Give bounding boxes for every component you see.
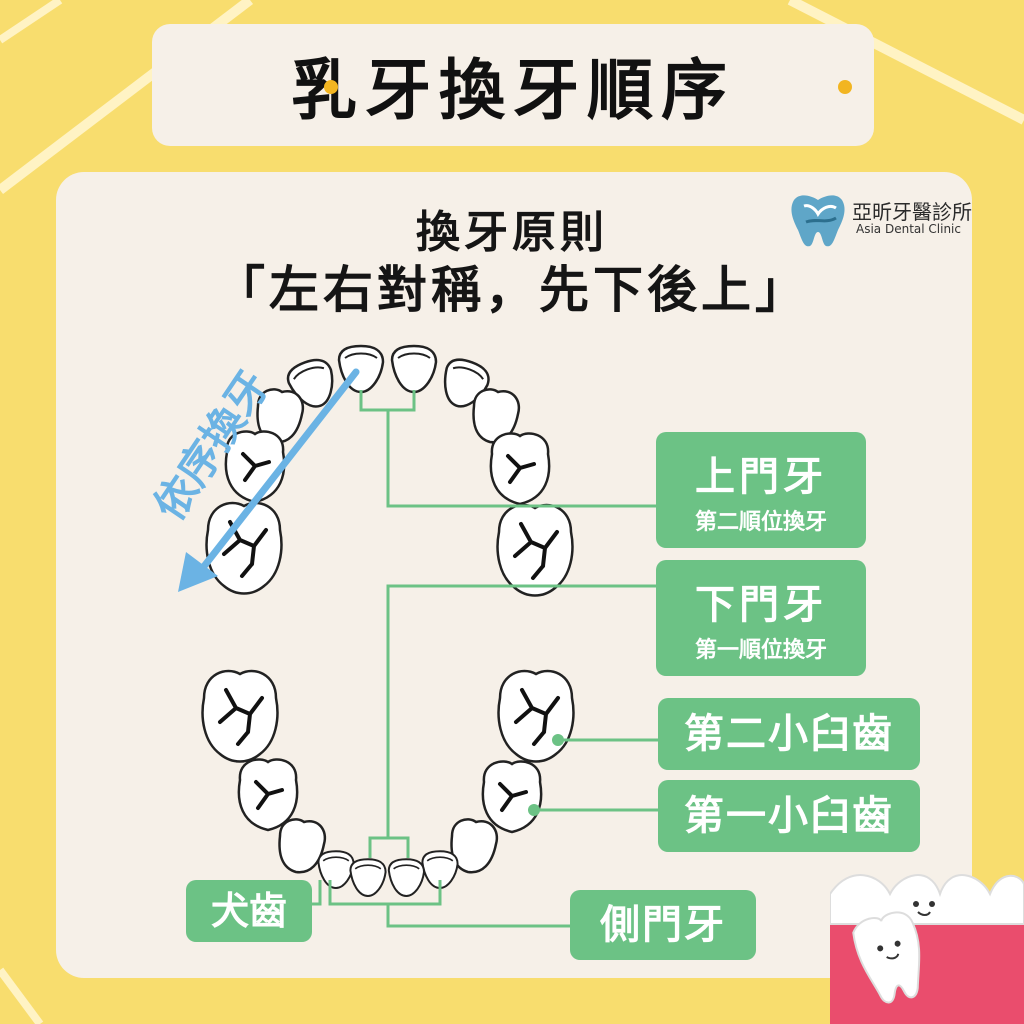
connector-lines <box>312 390 658 928</box>
label-upper-incisor-name: 上門牙 <box>695 454 827 500</box>
tooth-lower-molar1-right <box>480 759 544 834</box>
clinic-name: 亞昕牙醫診所 <box>852 200 972 224</box>
clinic-logo: 亞昕牙醫診所 Asia Dental Clinic <box>786 192 972 252</box>
tooth-upper-molar1-right <box>488 431 552 506</box>
label-canine: 犬齒 <box>186 880 312 942</box>
label-upper-incisor: 上門牙 第二順位換牙 <box>656 432 866 548</box>
replacement-order-arrow <box>178 368 360 592</box>
tooth-lower-lateral-left <box>317 850 355 890</box>
tooth-lower-molar2-right <box>496 669 576 764</box>
title-banner: 乳牙換牙順序 <box>152 24 874 146</box>
principle-rule: 「左右對稱，先下後上」 <box>215 261 809 319</box>
clinic-subtitle: Asia Dental Clinic <box>856 222 961 236</box>
cartoon-teeth-illustration <box>830 874 1024 1024</box>
title-dot-left <box>324 80 338 94</box>
tooth-lower-central-right <box>387 858 426 898</box>
label-lower-incisor: 下門牙 第一順位換牙 <box>656 560 866 676</box>
tooth-lower-molar1-left <box>236 757 300 832</box>
tooth-upper-central-right <box>390 344 438 394</box>
tooth-lower-central-left <box>349 858 387 898</box>
principle-heading: 換牙原則 <box>416 207 608 258</box>
label-lateral-incisor: 側門牙 <box>570 890 756 960</box>
tooth-logo-icon <box>791 195 845 247</box>
label-first-premolar: 第一小臼齒 <box>658 780 920 852</box>
title-dot-right <box>838 80 852 94</box>
page-title: 乳牙換牙順序 <box>291 52 735 129</box>
label-upper-incisor-order: 第二順位換牙 <box>694 510 827 535</box>
label-lower-incisor-name: 下門牙 <box>695 582 827 628</box>
tooth-lower-molar2-left <box>200 669 280 764</box>
label-lower-incisor-order: 第一順位換牙 <box>694 638 827 663</box>
tooth-upper-molar2-right <box>495 503 575 598</box>
label-second-premolar: 第二小臼齒 <box>658 698 920 770</box>
